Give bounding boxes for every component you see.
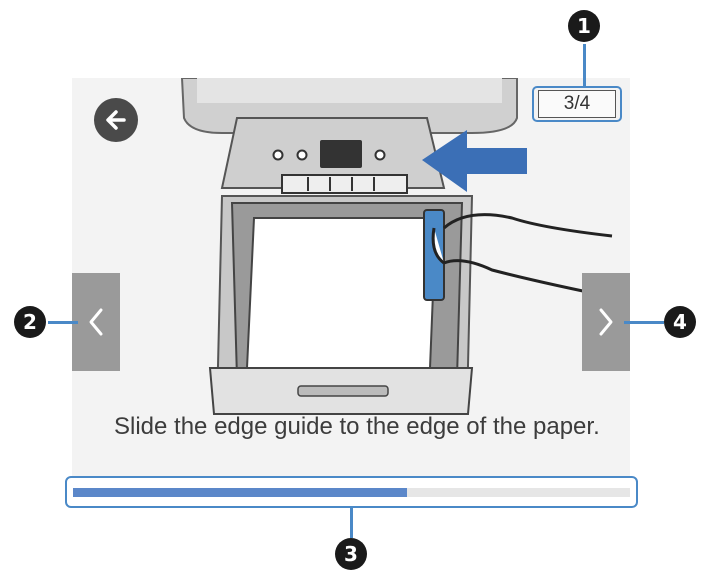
instruction-text: Slide the edge guide to the edge of the … — [114, 413, 600, 440]
previous-button[interactable] — [72, 273, 120, 371]
arrow-left-icon — [106, 110, 126, 130]
next-button[interactable] — [582, 273, 630, 371]
progress-fill — [73, 488, 408, 497]
page-indicator: 3/4 — [538, 90, 616, 118]
callout-4-leader — [624, 321, 664, 324]
printer-screen: 3/4 Slide the edge guide to the edge of … — [72, 78, 630, 478]
callout-3-leader — [350, 506, 353, 538]
chevron-right-icon — [599, 308, 613, 336]
callout-3: 3 — [335, 538, 367, 570]
callout-2: 2 — [14, 306, 46, 338]
callout-4: 4 — [664, 306, 696, 338]
page-indicator-highlight: 3/4 — [532, 86, 622, 122]
printer-illustration — [180, 78, 618, 415]
callout-1: 1 — [568, 10, 600, 42]
callout-2-leader — [48, 321, 78, 324]
callout-1-leader — [583, 44, 586, 88]
back-button[interactable] — [94, 98, 138, 142]
progress-bar-highlight — [65, 476, 638, 508]
chevron-left-icon — [89, 308, 103, 336]
progress-bar — [73, 488, 630, 497]
